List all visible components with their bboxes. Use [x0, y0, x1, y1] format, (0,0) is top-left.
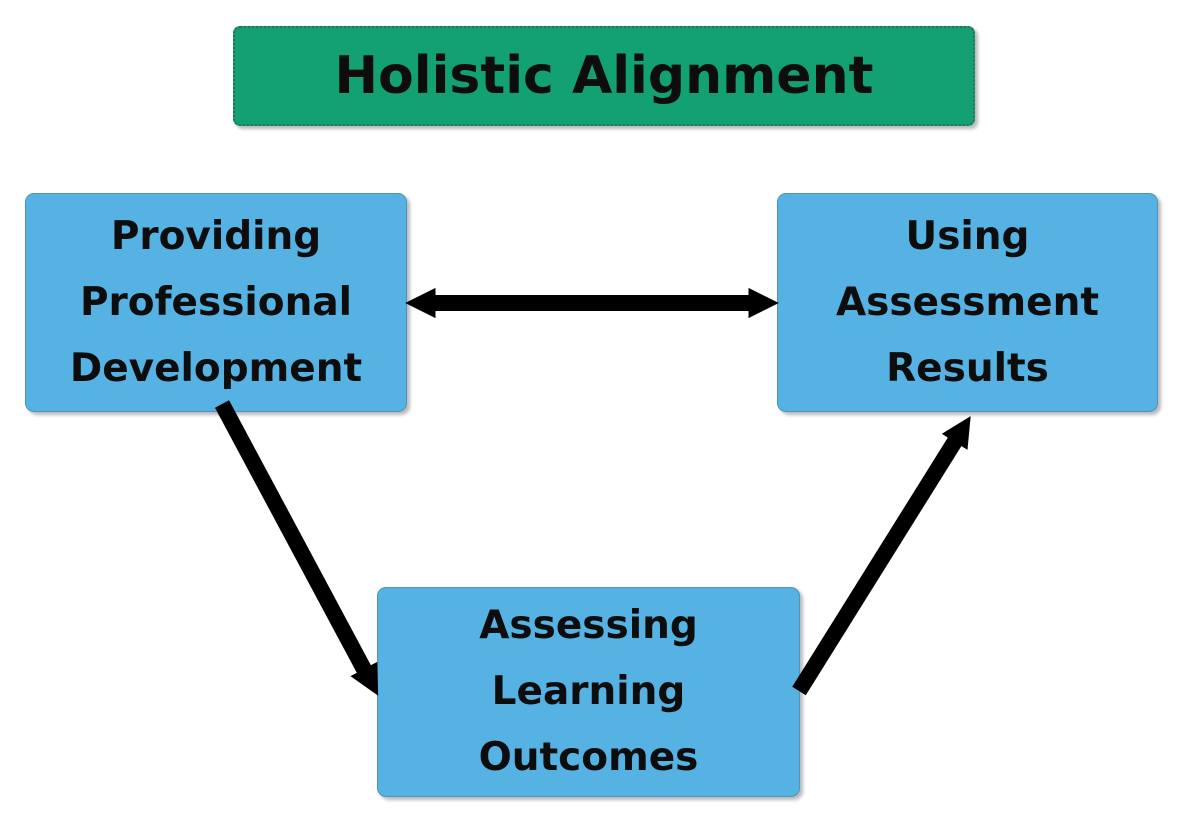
node-text-line: Learning: [491, 669, 686, 714]
node-using-assessment-results: Using Assessment Results: [777, 193, 1158, 412]
node-text-line: Development: [69, 345, 363, 391]
node-text-line: Professional: [79, 279, 353, 325]
node-text-line: Assessing: [479, 603, 698, 648]
node-text-line: Results: [886, 345, 1049, 391]
node-text-line: Using: [905, 213, 1030, 259]
node-text-line: Assessment: [836, 279, 1099, 325]
node-text-line: Providing: [110, 213, 322, 259]
node-text-line: Outcomes: [478, 735, 699, 780]
arrow-development-to-outcomes: [214, 400, 379, 696]
node-assessing-learning-outcomes: Assessing Learning Outcomes: [377, 587, 800, 797]
title-text: Holistic Alignment: [334, 46, 874, 106]
arrow-outcomes-to-results: [792, 416, 971, 696]
node-providing-professional-development: Providing Professional Development: [25, 193, 407, 412]
title-banner: Holistic Alignment: [233, 26, 975, 126]
